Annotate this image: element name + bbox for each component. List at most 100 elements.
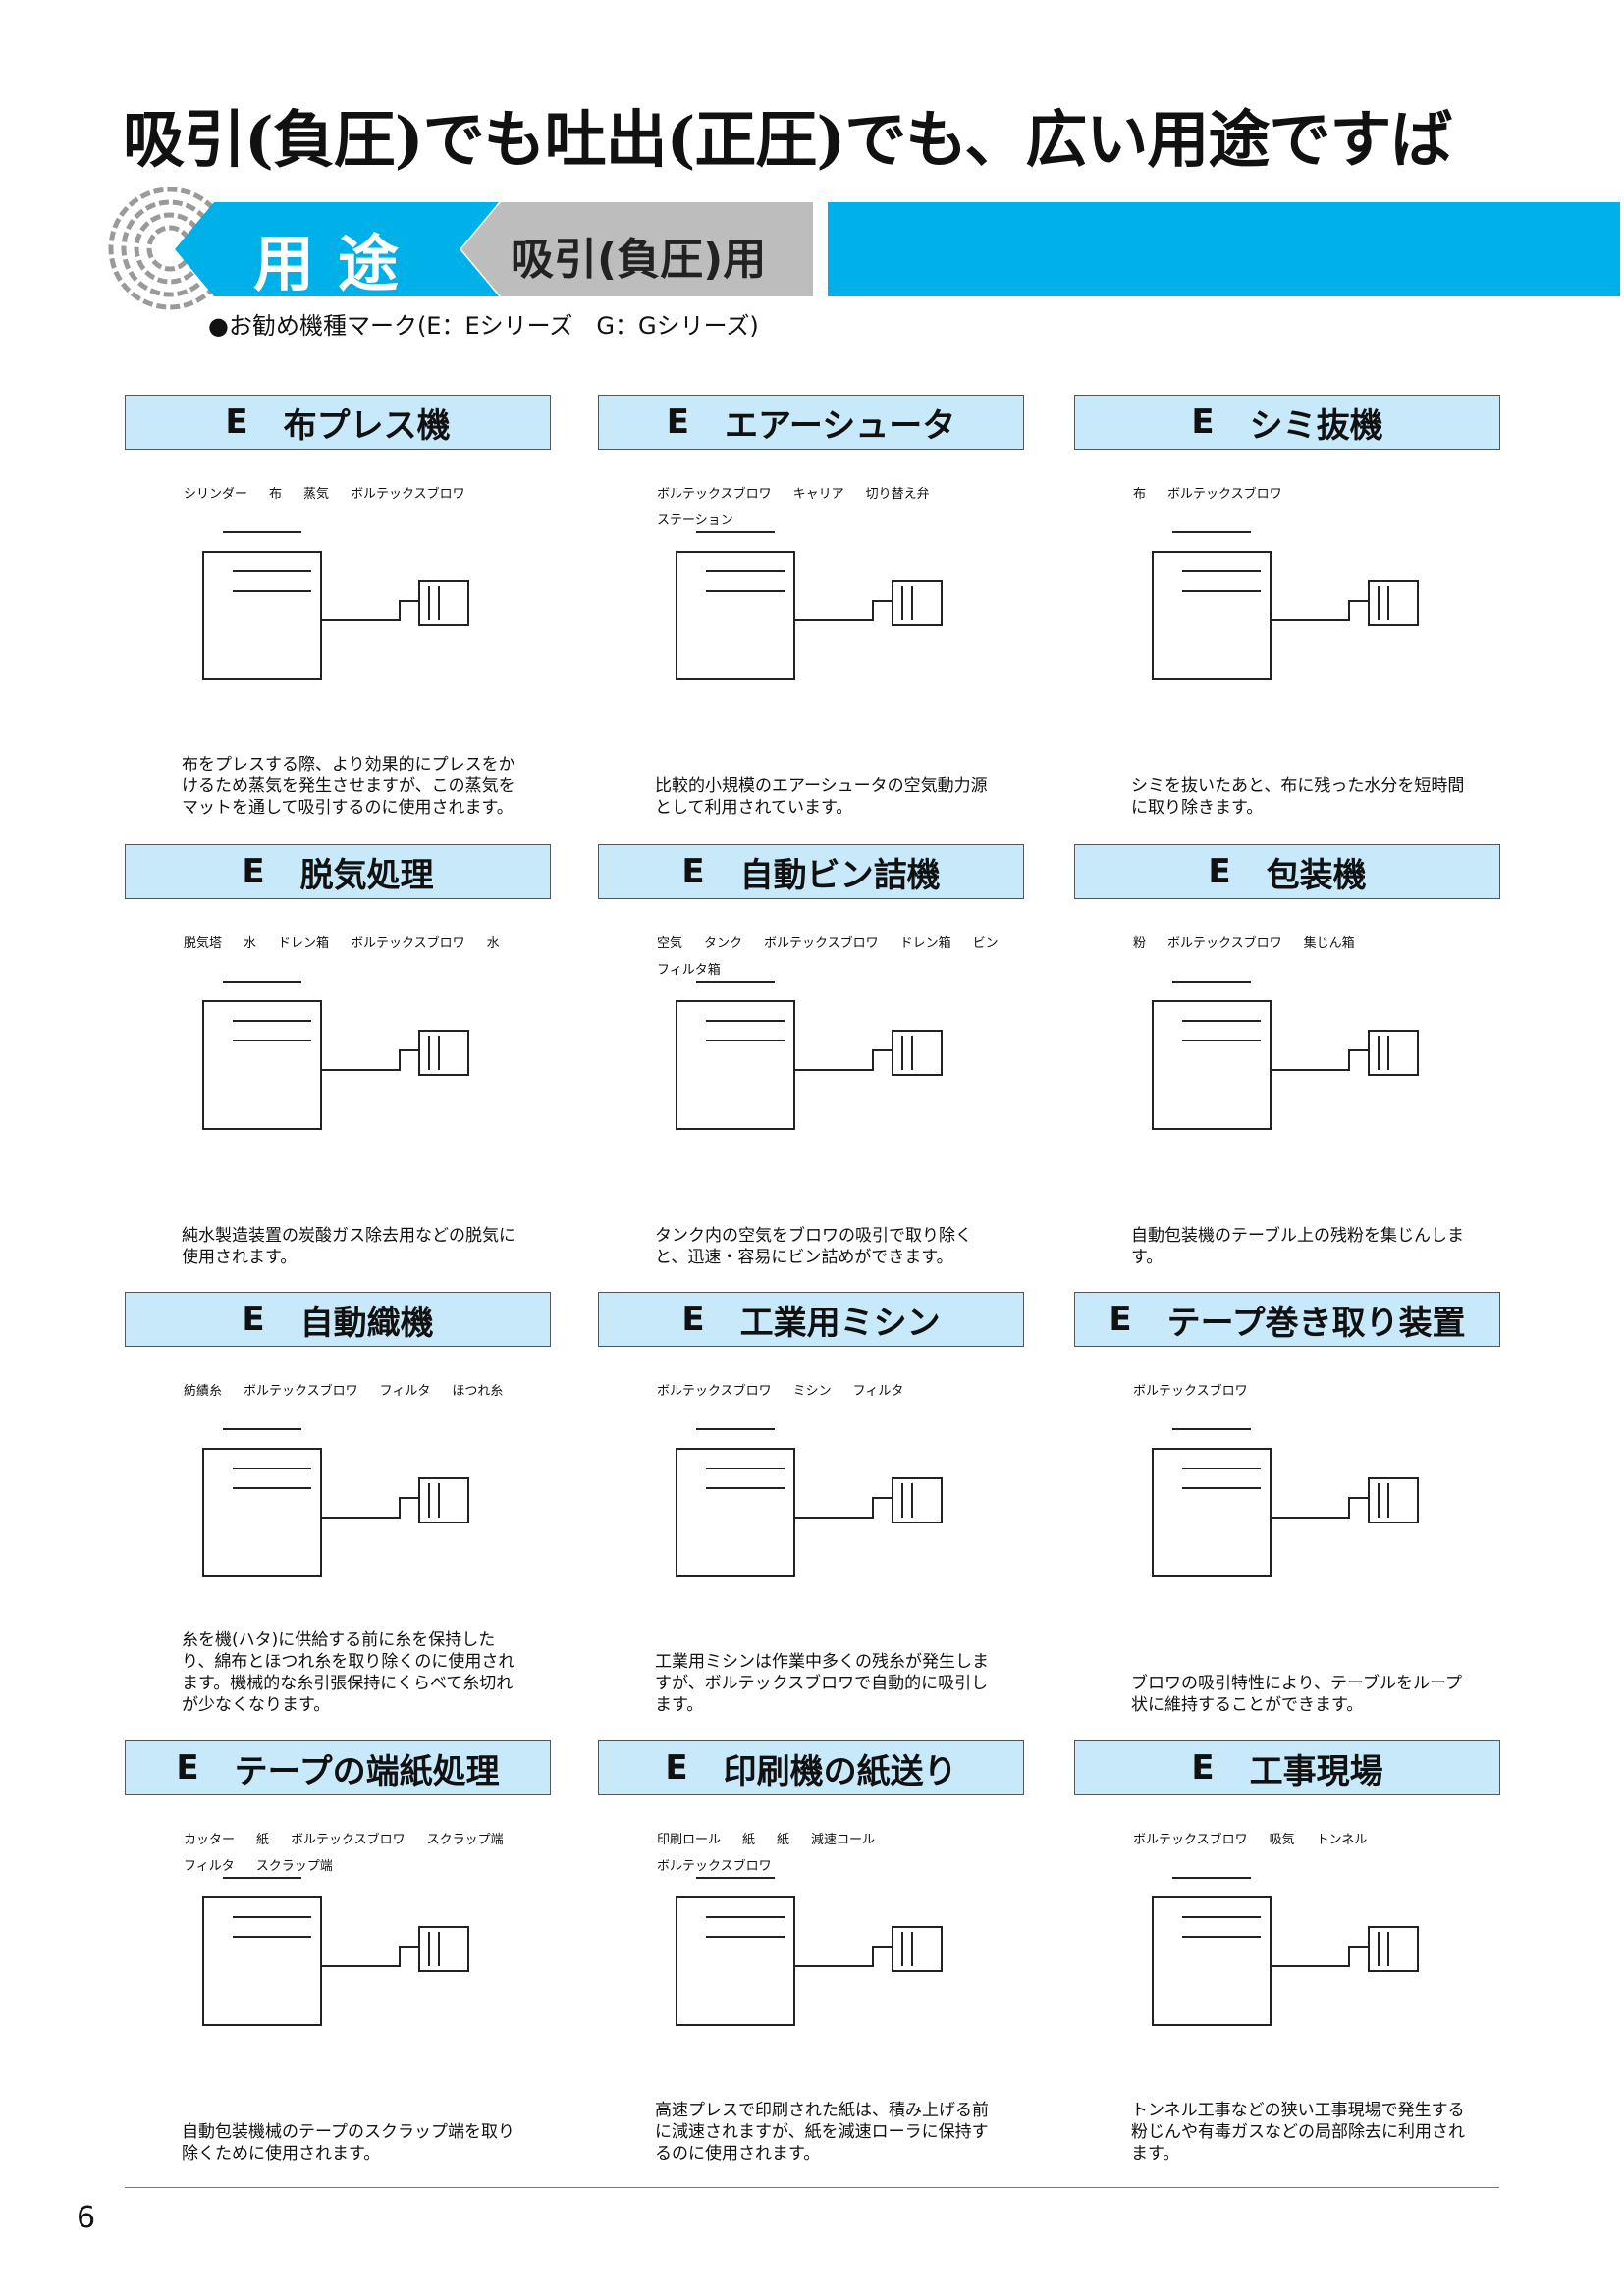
diagram-label: ドレン箱 [278, 936, 330, 951]
machine-diagram-icon [1152, 981, 1419, 1130]
diagram-label: ボルテックスブロワ [657, 487, 772, 502]
banner-suction-label: 吸引(負圧)用 [511, 235, 767, 285]
footer-rule [125, 2187, 1499, 2188]
application-caption: トンネル工事などの狭い工事現場で発生する粉じんや有毒ガスなどの局部除去に利用され… [1131, 2101, 1465, 2163]
application-diagram: シリンダー 布 蒸気 ボルテックスブロワ [125, 463, 551, 728]
diagram-label: シリンダー [184, 487, 248, 502]
page-number: 6 [77, 2201, 96, 2235]
application-name: 自動織機 [299, 1303, 434, 1343]
application-diagram: ボルテックスブロワ ミシン フィルタ [598, 1361, 1024, 1626]
diagram-label: スクラップ端 [426, 1833, 504, 1847]
application-name: 印刷機の紙送り [723, 1751, 957, 1791]
application-caption: ブロワの吸引特性により、テーブルをループ状に維持することができます。 [1131, 1674, 1462, 1715]
application-caption: 工業用ミシンは作業中多くの残糸が発生しますが、ボルテックスブロワで自動的に吸引し… [655, 1652, 989, 1715]
application-header: E テープ巻き取り装置 [1074, 1292, 1500, 1347]
diagram-label: ビン [972, 936, 999, 951]
application-diagram: カッター紙ボルテックスブロワスクラップ端フィルタスクラップ端 [125, 1809, 551, 2074]
series-mark: E [242, 852, 265, 891]
diagram-label: ボルテックスブロワ [1167, 936, 1282, 951]
diagram-label: ボルテックスブロワ [764, 936, 879, 951]
series-mark: E [225, 402, 248, 442]
series-mark: E [1191, 1748, 1215, 1788]
banner-suction: 吸引(負圧)用 [461, 202, 813, 296]
diagram-label: 布 [1133, 487, 1147, 502]
application-diagram: 布 ボルテックスブロワ [1074, 463, 1500, 728]
application-header: E 布プレス機 [125, 395, 551, 450]
machine-diagram-icon [676, 531, 943, 680]
diagram-label: フィルタ [852, 1384, 904, 1399]
diagram-label: 減速ロール [811, 1833, 876, 1847]
application-diagram: 粉 ボルテックスブロワ 集じん箱 [1074, 913, 1500, 1178]
series-mark: E [1109, 1300, 1132, 1339]
diagram-label: カッター [184, 1833, 236, 1847]
diagram-label: 蒸気 [303, 487, 330, 502]
diagram-label: ほつれ糸 [452, 1384, 504, 1399]
series-mark: E [176, 1748, 199, 1788]
machine-diagram-icon [202, 531, 469, 680]
application-name: 自動ビン詰機 [739, 855, 941, 895]
machine-diagram-icon [202, 1877, 469, 2026]
diagram-label: 印刷ロール [657, 1833, 722, 1847]
application-panel: E テープ巻き取り装置 ボルテックスブロワ ブロワの吸引特性により、テーブルをルー… [1074, 1292, 1500, 1724]
diagram-label: 紙 [777, 1833, 790, 1847]
application-name: テープの端紙処理 [234, 1751, 500, 1791]
diagram-label: 紙 [742, 1833, 756, 1847]
application-name: エアーシュータ [724, 405, 956, 446]
diagram-label: ステーション [657, 513, 733, 528]
diagram-label: ボルテックスブロワ [1133, 1384, 1248, 1399]
application-name: 布プレス機 [283, 405, 451, 446]
application-diagram: 印刷ロール 紙 紙 減速ロールボルテックスブロワ [598, 1809, 1024, 2074]
diagram-label: 粉 [1133, 936, 1147, 951]
application-name: 工業用ミシン [739, 1303, 941, 1343]
diagram-label: 布 [269, 487, 283, 502]
diagram-label: 脱気塔 [184, 936, 223, 951]
machine-diagram-icon [676, 1428, 943, 1577]
application-name: 脱気処理 [299, 855, 434, 895]
application-name: シミ抜機 [1249, 405, 1383, 446]
machine-diagram-icon [202, 981, 469, 1130]
diagram-label: 集じん箱 [1303, 936, 1355, 951]
application-caption: 比較的小規模のエアーシュータの空気動力源として利用されています。 [655, 776, 988, 818]
diagram-label: フィルタ [379, 1384, 431, 1399]
diagram-label: ボルテックスブロワ [351, 487, 465, 502]
machine-diagram-icon [1152, 1428, 1419, 1577]
diagram-label: ボルテックスブロワ [657, 1384, 772, 1399]
application-caption: 高速プレスで印刷された紙は、積み上げる前に減速されますが、紙を減速ローラに保持す… [655, 2101, 989, 2163]
diagram-label: ボルテックスブロワ [657, 1859, 772, 1874]
diagram-label: ドレン箱 [899, 936, 951, 951]
application-name: テープ巻き取り装置 [1166, 1303, 1466, 1343]
application-header: E 自動ビン詰機 [598, 844, 1024, 899]
application-caption: シミを抜いたあと、布に残った水分を短時間に取り除きます。 [1131, 776, 1465, 818]
diagram-label: タンク [704, 936, 743, 951]
diagram-label: ボルテックスブロワ [244, 1384, 358, 1399]
application-diagram: 空気タンクボルテックスブロワドレン箱ビンフィルタ箱 [598, 913, 1024, 1178]
diagram-label: 紡績糸 [184, 1384, 223, 1399]
diagram-label: ボルテックスブロワ [1167, 487, 1282, 502]
application-caption: 糸を機(ハタ)に供給する前に糸を保持したり、綿布とほつれ糸を取り除くのに使用され… [182, 1630, 515, 1715]
series-mark: E [681, 852, 705, 891]
diagram-label: ミシン [792, 1384, 832, 1399]
application-caption: 自動包装機械のテープのスクラップ端を取り除くために使用されます。 [182, 2122, 514, 2163]
application-diagram: ボルテックスブロワ吸気トンネル [1074, 1809, 1500, 2074]
diagram-label: トンネル [1316, 1833, 1368, 1847]
diagram-label: ボルテックスブロワ [351, 936, 465, 951]
application-name: 包装機 [1266, 855, 1367, 895]
diagram-label: 水 [244, 936, 257, 951]
application-diagram: ボルテックスブロワキャリア切り替え弁ステーション [598, 463, 1024, 728]
diagram-label: スクラップ端 [255, 1859, 333, 1874]
diagram-label: 紙 [256, 1833, 270, 1847]
diagram-label: フィルタ箱 [657, 963, 721, 978]
